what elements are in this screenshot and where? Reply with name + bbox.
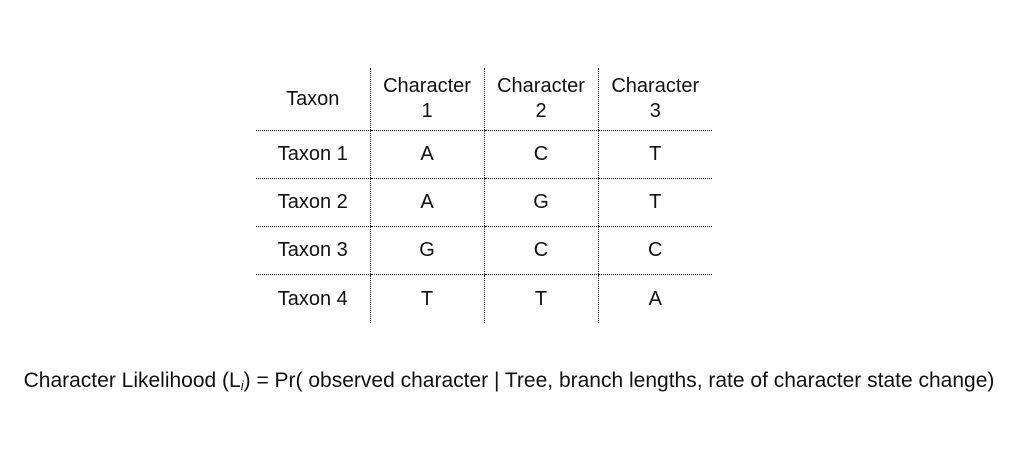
character-state: C (597, 226, 712, 275)
table-row: Taxon 2 A G T (256, 178, 712, 227)
formula-prefix: Character Likelihood (L (23, 369, 241, 392)
taxon-name: Taxon 1 (256, 130, 370, 179)
character-state: A (597, 274, 712, 323)
character-state: C (483, 130, 598, 179)
character-table: Taxon Character 1 Character 2 Character … (256, 68, 712, 323)
formula-suffix: ) = Pr( observed character | Tree, branc… (243, 369, 995, 392)
character-state: G (369, 226, 484, 275)
likelihood-formula: Character Likelihood (Li) = Pr( observed… (0, 366, 1018, 400)
character-state: A (369, 178, 484, 227)
taxon-name: Taxon 4 (277, 287, 348, 310)
character-state: T (369, 274, 484, 323)
header-character-1: Character 1 (369, 68, 484, 131)
header-taxon: Taxon (256, 68, 370, 131)
formula-subscript: i (240, 378, 244, 393)
header-row: Taxon Character 1 Character 2 Character … (256, 68, 712, 131)
character-state: T (483, 274, 598, 323)
character-matrix: Taxon Character 1 Character 2 Character … (256, 68, 712, 323)
character-state: A (369, 130, 484, 179)
taxon-name: Taxon 2 (256, 178, 370, 227)
character-state: C (483, 226, 598, 275)
character-state: T (597, 130, 712, 179)
table-row: Taxon 3 G C C (256, 226, 712, 275)
header-character-2: Character 2 (483, 68, 598, 131)
table-row: Taxon 1 A C T (256, 130, 712, 179)
table-row: Taxon 4 T T A (256, 274, 712, 323)
character-state: T (597, 178, 712, 227)
header-character-3: Character 3 (597, 68, 712, 131)
character-state: G (483, 178, 598, 227)
taxon-name: Taxon 3 (256, 226, 370, 275)
